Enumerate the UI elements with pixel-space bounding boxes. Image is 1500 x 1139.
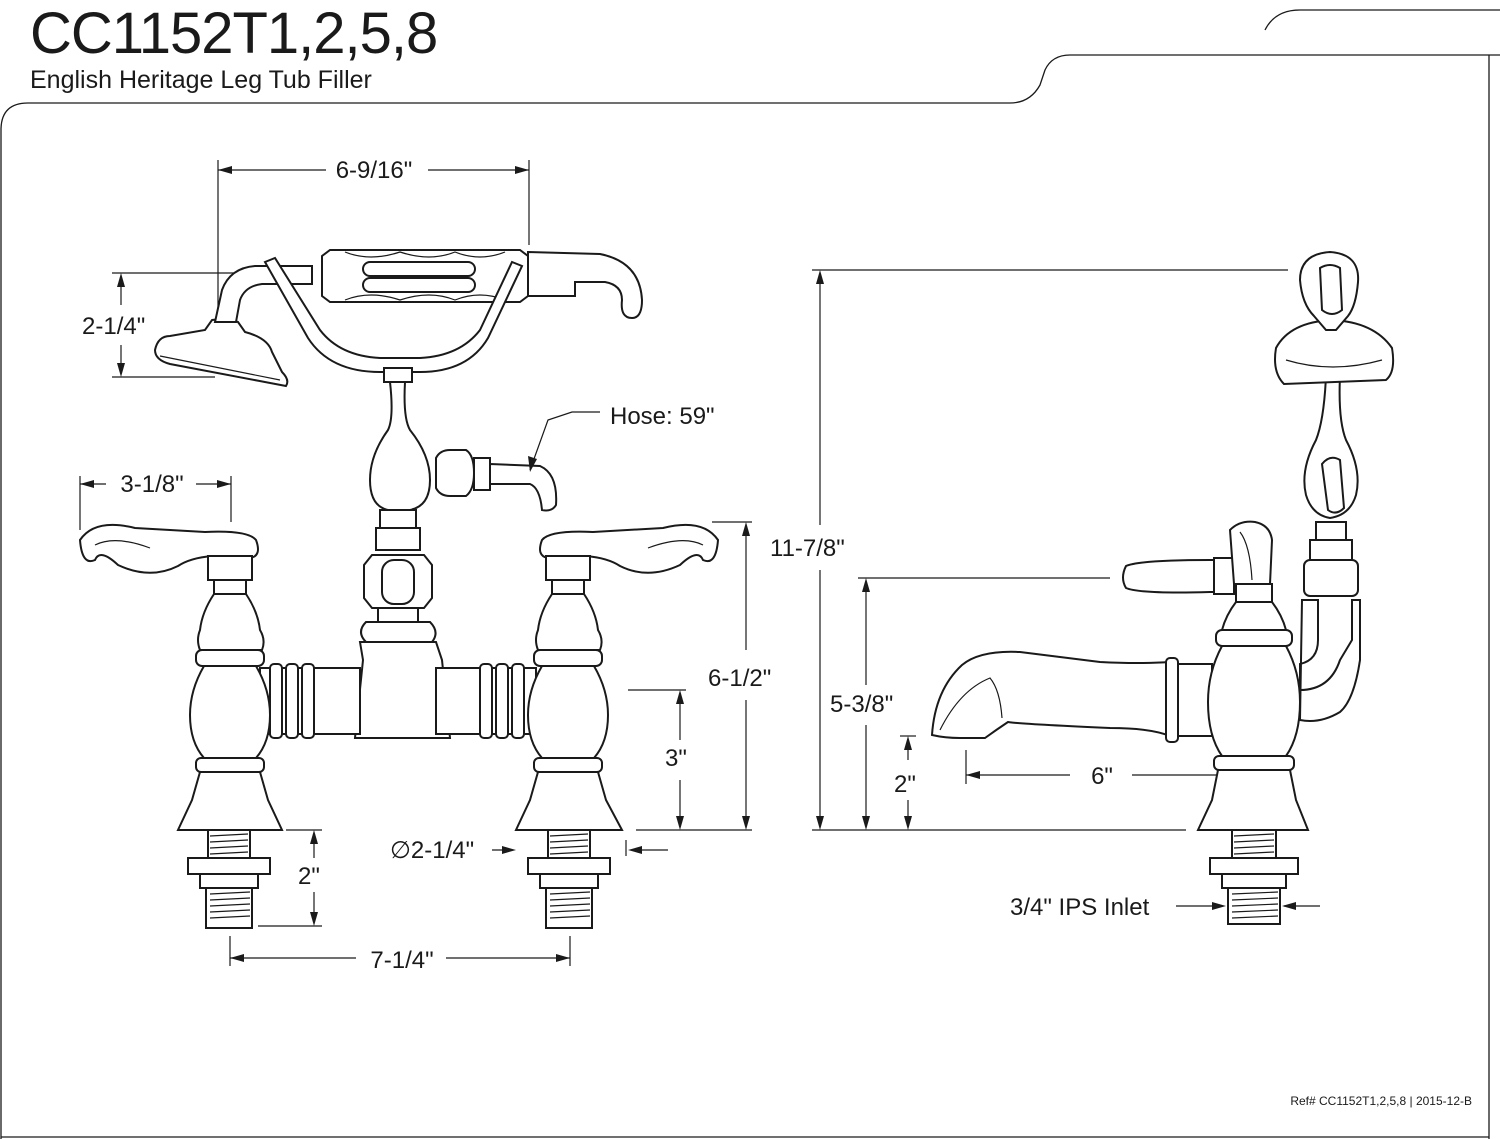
frame-border	[0, 54, 1500, 1139]
dim-shank-length: 2"	[298, 863, 320, 890]
dim-inlet: 3/4" IPS Inlet	[1010, 894, 1150, 921]
front-view	[78, 160, 752, 966]
product-name: English Heritage Leg Tub Filler	[30, 66, 372, 94]
spout	[930, 650, 1171, 739]
bridge	[259, 663, 537, 739]
dim-handle-height: 6-1/2"	[708, 665, 771, 692]
hose-outlet	[435, 449, 558, 512]
dim-spout-reach: 6"	[1091, 763, 1113, 790]
hand-shower	[153, 249, 644, 388]
side-valve	[1122, 520, 1310, 925]
dim-spout-height-side: 2"	[894, 771, 916, 798]
dim-lever-height: 5-3/8"	[830, 691, 893, 718]
dim-handle-width: 3-1/8"	[120, 471, 183, 498]
dim-handshower-width: 6-9/16"	[336, 157, 413, 184]
model-number: CC1152T1,2,5,8	[30, 1, 438, 66]
right-valve	[514, 523, 720, 929]
dim-handshower-height: 2-1/4"	[82, 313, 145, 340]
riser	[353, 367, 452, 739]
dim-overall-height: 11-7/8"	[770, 535, 845, 562]
reference-number: Ref# CC1152T1,2,5,8 | 2015-12-B	[1290, 1094, 1472, 1108]
dim-hose-length: Hose: 59"	[610, 403, 715, 430]
dim-shank-diameter: ∅2-1/4"	[390, 837, 474, 864]
side-riser	[1274, 250, 1395, 722]
dim-spout-height-front: 3"	[665, 745, 687, 772]
side-view	[812, 250, 1395, 925]
left-valve	[78, 523, 284, 929]
frame-right-tab	[1264, 9, 1500, 31]
dim-center-spacing: 7-1/4"	[370, 947, 433, 974]
